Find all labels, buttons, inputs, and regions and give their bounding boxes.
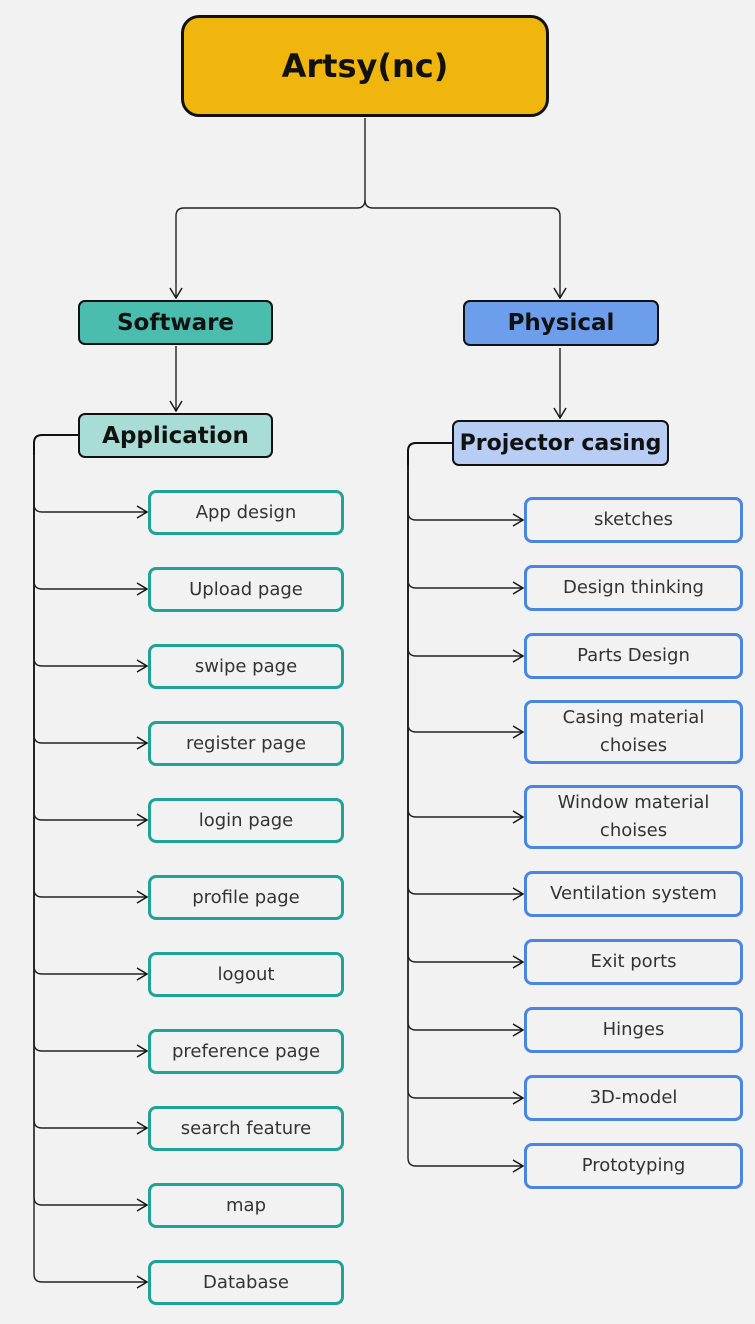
software-leaf-label: Upload page	[189, 578, 303, 600]
software-leaf-connector	[33, 455, 147, 1051]
physical-leaf-node[interactable]: Hinges	[524, 1007, 743, 1053]
software-leaf-connector	[33, 455, 147, 666]
software-leaf-connector	[33, 455, 147, 512]
physical-leaf-node[interactable]: Parts Design	[524, 633, 743, 679]
software-leaf-node[interactable]: preference page	[148, 1029, 344, 1074]
software-leaf-node[interactable]: logout	[148, 952, 344, 997]
software-leaf-label: Database	[203, 1271, 289, 1293]
software-leaf-connector	[33, 455, 147, 589]
software-leaf-node[interactable]: search feature	[148, 1106, 344, 1151]
software-leaf-node[interactable]: map	[148, 1183, 344, 1228]
physical-leaf-connector	[407, 465, 523, 962]
application-node[interactable]: Application	[78, 413, 273, 458]
physical-leaf-label: Ventilation system	[550, 883, 717, 904]
software-leaf-label: swipe page	[194, 655, 298, 677]
software-leaf-node[interactable]: App design	[148, 490, 344, 535]
physical-leaf-label: Exit ports	[590, 951, 677, 972]
software-leaf-node[interactable]: Database	[148, 1260, 344, 1305]
physical-leaf-label: 3D-model	[589, 1087, 678, 1108]
software-leaf-connector	[33, 455, 147, 897]
software-label: Software	[116, 309, 235, 336]
software-leaf-connector	[33, 455, 147, 1282]
physical-leaf-connector	[407, 465, 523, 1166]
software-leaf-connector	[33, 455, 147, 1128]
projector-casing-label: Projector casing	[459, 430, 662, 456]
software-leaf-label: register page	[185, 732, 307, 754]
software-leaf-node[interactable]: profile page	[148, 875, 344, 920]
physical-leaf-connector	[407, 465, 523, 817]
root-connector	[176, 118, 366, 298]
physical-node[interactable]: Physical	[463, 300, 659, 346]
physical-leaf-connector	[407, 465, 523, 732]
physical-leaf-label: Casing material choises	[562, 707, 705, 756]
physical-leaf-node[interactable]: Casing material choises	[524, 700, 743, 764]
software-leaf-connector	[33, 455, 147, 1205]
software-leaf-label: profile page	[192, 886, 300, 908]
physical-leaf-label: Prototyping	[581, 1155, 686, 1176]
physical-leaf-node[interactable]: Design thinking	[524, 565, 743, 611]
root-connector-right	[364, 199, 560, 298]
physical-leaf-connector	[407, 465, 523, 1098]
software-node[interactable]: Software	[78, 300, 273, 345]
physical-leaf-connector	[407, 465, 523, 1030]
physical-leaf-node[interactable]: Prototyping	[524, 1143, 743, 1189]
software-leaf-node[interactable]: Upload page	[148, 567, 344, 612]
physical-leaf-label: Window material choises	[557, 792, 710, 841]
physical-leaf-connector	[407, 465, 523, 588]
physical-leaf-connector	[407, 465, 523, 520]
root-label: Artsy(nc)	[281, 47, 449, 85]
software-leaf-label: preference page	[171, 1040, 321, 1062]
physical-leaf-node[interactable]: Window material choises	[524, 785, 743, 849]
physical-leaf-node[interactable]: 3D-model	[524, 1075, 743, 1121]
physical-leaf-label: sketches	[593, 509, 674, 530]
application-label: Application	[102, 422, 249, 449]
software-leaf-connector	[33, 455, 147, 820]
physical-leaf-node[interactable]: sketches	[524, 497, 743, 543]
root-node[interactable]: Artsy(nc)	[181, 15, 549, 117]
physical-leaf-node[interactable]: Ventilation system	[524, 871, 743, 917]
projector-casing-node[interactable]: Projector casing	[452, 420, 669, 466]
physical-label: Physical	[507, 310, 615, 336]
software-leaf-node[interactable]: register page	[148, 721, 344, 766]
physical-leaf-label: Parts Design	[577, 645, 690, 666]
physical-leaf-label: Hinges	[602, 1019, 665, 1040]
software-leaf-label: map	[226, 1194, 266, 1216]
software-leaf-node[interactable]: login page	[148, 798, 344, 843]
software-leaf-label: login page	[198, 809, 294, 831]
physical-leaf-connector	[407, 465, 523, 656]
projector-trunk	[407, 442, 452, 470]
software-leaf-label: logout	[217, 963, 275, 985]
physical-leaf-connector	[407, 465, 523, 894]
physical-leaf-label: Design thinking	[562, 577, 704, 598]
application-trunk	[33, 434, 78, 460]
software-leaf-label: search feature	[180, 1117, 312, 1139]
software-leaf-node[interactable]: swipe page	[148, 644, 344, 689]
software-leaf-label: App design	[195, 501, 297, 523]
physical-leaf-node[interactable]: Exit ports	[524, 939, 743, 985]
software-leaf-connector	[33, 455, 147, 974]
software-leaf-connector	[33, 455, 147, 743]
